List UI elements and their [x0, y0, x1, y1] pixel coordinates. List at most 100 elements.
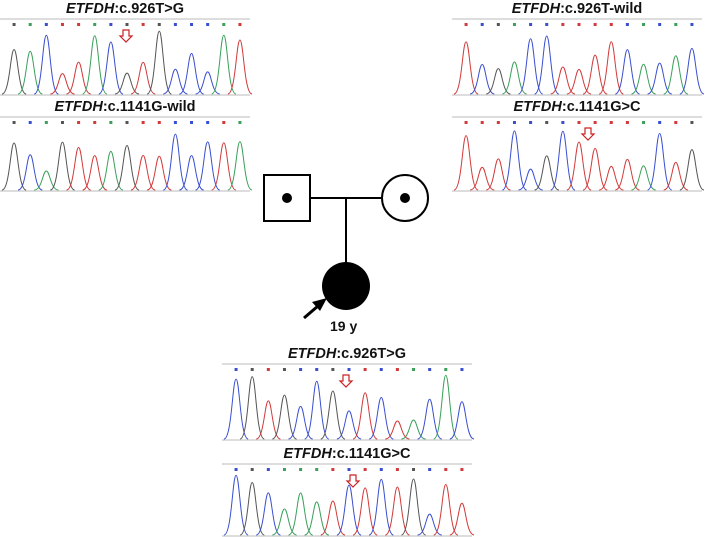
proband-age-label: 19 y	[330, 318, 358, 334]
gene-name: ETFDH	[513, 99, 562, 115]
base-call-mark	[464, 23, 468, 26]
mutation-arrow-icon	[580, 127, 596, 141]
base-call-mark	[77, 121, 81, 124]
base-call-mark	[157, 121, 161, 124]
father-symbol	[263, 174, 311, 222]
chromatogram-peak	[368, 396, 394, 440]
base-call-mark	[60, 121, 64, 124]
variant-name: :c.926T-wild	[560, 1, 643, 17]
base-call-mark	[496, 23, 500, 26]
variant-name: :c.1141G>C	[331, 446, 411, 462]
mutation-arrow-icon	[118, 29, 134, 43]
chromatogram-peak	[368, 478, 394, 536]
chromatogram-peak	[146, 30, 172, 95]
base-call-mark	[234, 368, 238, 371]
base-call-mark	[642, 121, 646, 124]
base-call-mark	[529, 121, 533, 124]
base-call-mark	[545, 121, 549, 124]
chromatogram-peak	[631, 63, 656, 95]
base-call-mark	[44, 23, 48, 26]
base-call-mark	[315, 368, 319, 371]
chromatogram-trace	[0, 116, 253, 192]
chromatogram-peak	[17, 154, 43, 191]
base-call-mark	[266, 468, 270, 471]
chromatogram-peak	[130, 154, 156, 191]
base-call-mark	[109, 121, 113, 124]
chromatogram-panel-mother-926: ETFDH:c.926T-wild	[452, 0, 705, 96]
chromatogram-peak	[336, 484, 362, 536]
chromatogram-peak	[615, 158, 640, 191]
base-call-mark	[658, 121, 662, 124]
base-call-mark	[12, 23, 16, 26]
base-call-mark	[173, 23, 177, 26]
base-call-mark	[529, 23, 533, 26]
chromatogram-peak	[502, 61, 527, 95]
chromatogram-peak	[599, 165, 624, 191]
base-call-mark	[379, 468, 383, 471]
base-call-mark	[331, 468, 335, 471]
base-call-mark	[480, 121, 484, 124]
gene-name: ETFDH	[65, 1, 115, 17]
base-call-mark	[93, 23, 97, 26]
base-call-mark	[561, 121, 565, 124]
chromatogram-peak	[272, 508, 297, 536]
panel-label: ETFDH:c.1141G>C	[222, 446, 472, 462]
chromatogram-peak	[1, 48, 27, 95]
chromatogram-peak	[384, 486, 410, 536]
chromatogram-peak	[82, 155, 108, 191]
base-call-mark	[157, 23, 161, 26]
variant-name: :c.1141G>C	[561, 99, 641, 115]
chromatogram-peak	[400, 478, 427, 536]
base-call-mark	[625, 121, 629, 124]
chromatogram-peak	[615, 49, 640, 95]
base-call-mark	[464, 121, 468, 124]
mutation-arrow-icon	[345, 474, 361, 488]
base-call-mark	[496, 121, 500, 124]
chromatogram-peak	[320, 500, 346, 536]
base-call-mark	[77, 23, 81, 26]
chromatogram-peak	[469, 64, 495, 95]
base-call-mark	[315, 468, 319, 471]
base-call-mark	[141, 121, 145, 124]
chromatogram-panel-mother-1141: ETFDH:c.1141G>C	[452, 98, 705, 194]
chromatogram-peak	[320, 390, 346, 440]
chromatogram-peak	[288, 492, 313, 536]
base-call-mark	[642, 23, 646, 26]
chromatogram-peak	[449, 502, 475, 536]
base-call-mark	[206, 121, 210, 124]
chromatogram-peak	[114, 72, 140, 95]
chromatogram-trace	[0, 18, 253, 96]
base-call-mark	[266, 368, 270, 371]
base-call-mark	[44, 121, 48, 124]
panel-label: ETFDH:c.1141G>C	[452, 99, 702, 115]
variant-name: :c.1141G-wild	[102, 99, 196, 115]
base-call-mark	[28, 23, 32, 26]
chromatogram-trace	[222, 363, 475, 441]
chromatogram-peak	[550, 130, 576, 191]
base-call-mark	[412, 468, 416, 471]
chromatogram-peak	[453, 41, 479, 95]
chromatogram-peak	[146, 155, 172, 191]
base-call-mark	[125, 121, 129, 124]
base-call-mark	[347, 468, 351, 471]
chromatogram-peak	[211, 34, 237, 95]
base-call-mark	[222, 121, 226, 124]
panel-label: ETFDH:c.1141G-wild	[0, 99, 250, 115]
chromatogram-peak	[631, 165, 656, 191]
chromatogram-peak	[647, 132, 673, 191]
chromatogram-peak	[211, 142, 237, 191]
base-call-mark	[674, 121, 678, 124]
chromatogram-peak	[179, 53, 204, 95]
base-call-mark	[674, 23, 678, 26]
base-call-mark	[173, 121, 177, 124]
chromatogram-peak	[433, 484, 459, 536]
chromatogram-peak	[518, 168, 543, 191]
base-call-mark	[658, 23, 662, 26]
base-call-mark	[299, 468, 303, 471]
chromatogram-peak	[227, 39, 253, 95]
mother-carrier-dot	[400, 193, 410, 203]
base-call-mark	[60, 23, 64, 26]
chromatogram-peak	[223, 474, 249, 536]
base-call-mark	[577, 23, 581, 26]
base-call-mark	[238, 23, 242, 26]
